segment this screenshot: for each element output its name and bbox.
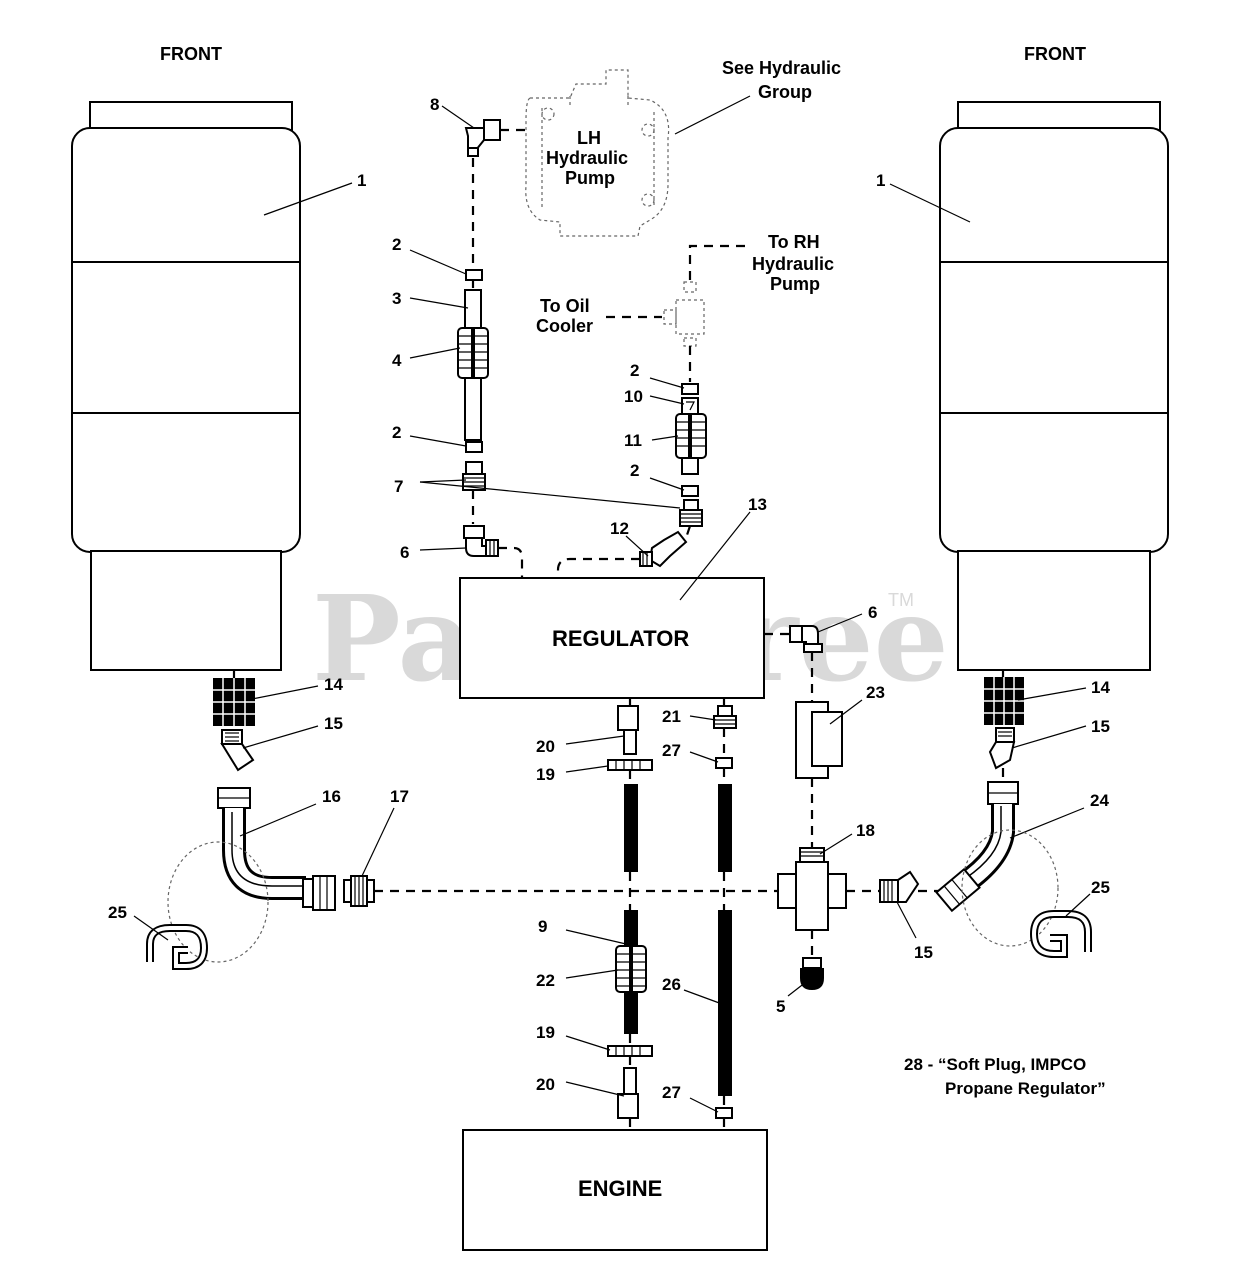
left-filter-14[interactable] bbox=[213, 678, 255, 726]
fitting-20-bottom[interactable] bbox=[617, 1067, 639, 1119]
callout-13: 13 bbox=[748, 495, 767, 514]
note-line1: 28 - “Soft Plug, IMPCO bbox=[904, 1055, 1086, 1074]
fitting-7-right[interactable] bbox=[679, 499, 703, 527]
clamp-2b[interactable] bbox=[465, 441, 483, 453]
callout-14-left: 14 bbox=[324, 675, 343, 694]
mid-elbow-15[interactable] bbox=[879, 870, 920, 903]
lh-pump-line1: LH bbox=[577, 128, 601, 148]
lh-pump-line3: Pump bbox=[565, 168, 615, 188]
right-elbow-6[interactable] bbox=[789, 625, 823, 653]
left-elbow-15[interactable] bbox=[220, 729, 255, 772]
watermark-trademark: TM bbox=[888, 590, 914, 610]
clamp-27-top[interactable] bbox=[715, 757, 733, 769]
oil-cooler-tee[interactable] bbox=[663, 281, 705, 347]
left-propane-tank[interactable] bbox=[71, 101, 301, 671]
oil-cooler-line1: To Oil bbox=[540, 296, 590, 316]
elbow-12[interactable] bbox=[639, 530, 688, 568]
oil-cooler-line2: Cooler bbox=[536, 316, 593, 336]
left-hose-16[interactable] bbox=[217, 787, 336, 911]
callout-20-top: 20 bbox=[536, 737, 555, 756]
right-elbow-15[interactable] bbox=[988, 727, 1016, 770]
clamp-2c[interactable] bbox=[681, 383, 699, 395]
tee-18[interactable] bbox=[777, 847, 847, 931]
lh-pump-line2: Hydraulic bbox=[546, 148, 628, 168]
callout-19-top: 19 bbox=[536, 765, 555, 784]
callout-2d: 2 bbox=[630, 461, 639, 480]
sleeve-4[interactable] bbox=[457, 327, 489, 379]
sleeve-22[interactable] bbox=[615, 945, 647, 993]
callout-12: 12 bbox=[610, 519, 629, 538]
right-tank-front-label: FRONT bbox=[1024, 44, 1086, 64]
callout-15-mid: 15 bbox=[914, 943, 933, 962]
callout-16: 16 bbox=[322, 787, 341, 806]
callout-15-left: 15 bbox=[324, 714, 343, 733]
callout-1-right: 1 bbox=[876, 171, 885, 190]
callout-17: 17 bbox=[390, 787, 409, 806]
right-clamp-25[interactable] bbox=[1029, 910, 1092, 958]
callout-6-right: 6 bbox=[868, 603, 877, 622]
hydraulic-group-line1: See Hydraulic bbox=[722, 58, 841, 78]
callout-14-right: 14 bbox=[1091, 678, 1110, 697]
engine-label: ENGINE bbox=[578, 1176, 662, 1201]
clamp-27-bottom[interactable] bbox=[715, 1107, 733, 1119]
callout-4: 4 bbox=[392, 351, 402, 370]
clamp-2d[interactable] bbox=[681, 485, 699, 497]
filter-23[interactable] bbox=[795, 701, 843, 779]
regulator-13[interactable] bbox=[459, 577, 765, 699]
left-elbow-6[interactable] bbox=[463, 525, 499, 557]
callout-23: 23 bbox=[866, 683, 885, 702]
clamp-2a[interactable] bbox=[465, 269, 483, 281]
elbow-8[interactable] bbox=[464, 119, 501, 157]
callout-19-bottom: 19 bbox=[536, 1023, 555, 1042]
callout-11: 11 bbox=[624, 431, 642, 450]
callout-21: 21 bbox=[662, 707, 681, 726]
rh-pump-line3: Pump bbox=[770, 274, 820, 294]
callout-9: 9 bbox=[538, 917, 547, 936]
right-propane-tank[interactable] bbox=[939, 101, 1169, 671]
clamp-19-top[interactable] bbox=[607, 759, 653, 771]
callout-7: 7 bbox=[394, 477, 403, 496]
fitting-21[interactable] bbox=[713, 705, 737, 729]
callout-22: 22 bbox=[536, 971, 555, 990]
fitting-20-top[interactable] bbox=[617, 705, 639, 755]
callout-2a: 2 bbox=[392, 235, 401, 254]
left-clamp-25[interactable] bbox=[146, 924, 209, 970]
rh-pump-line1: To RH bbox=[768, 232, 820, 252]
sleeve-11[interactable] bbox=[675, 413, 707, 459]
callout-5: 5 bbox=[776, 997, 785, 1016]
regulator-label: REGULATOR bbox=[552, 626, 689, 651]
hose-26[interactable] bbox=[718, 910, 732, 1096]
callout-3: 3 bbox=[392, 289, 401, 308]
fitting-7-left[interactable] bbox=[462, 461, 486, 491]
callout-24: 24 bbox=[1090, 791, 1109, 810]
left-tank-front-label: FRONT bbox=[160, 44, 222, 64]
callout-25-right: 25 bbox=[1091, 878, 1110, 897]
left-lower-hose-top[interactable] bbox=[624, 784, 638, 872]
callout-26: 26 bbox=[662, 975, 681, 994]
callout-15-right: 15 bbox=[1091, 717, 1110, 736]
callout-27-bottom: 27 bbox=[662, 1083, 681, 1102]
callout-2b: 2 bbox=[392, 423, 401, 442]
right-filter-14[interactable] bbox=[984, 677, 1024, 725]
callout-27-top: 27 bbox=[662, 741, 681, 760]
callout-10: 10 bbox=[624, 387, 643, 406]
lh-hydraulic-pump[interactable] bbox=[525, 69, 670, 237]
callout-1-left: 1 bbox=[357, 171, 366, 190]
callout-25-left: 25 bbox=[108, 903, 127, 922]
note-line2: Propane Regulator” bbox=[945, 1079, 1106, 1098]
callout-2c: 2 bbox=[630, 361, 639, 380]
engine[interactable] bbox=[462, 1129, 768, 1251]
rh-pump-line2: Hydraulic bbox=[752, 254, 834, 274]
callout-18: 18 bbox=[856, 821, 875, 840]
callout-8: 8 bbox=[430, 95, 439, 114]
right-hose-24[interactable] bbox=[935, 781, 1019, 913]
plug-5[interactable] bbox=[800, 957, 824, 990]
adapter-17[interactable] bbox=[343, 875, 375, 907]
clamp-19-bottom[interactable] bbox=[607, 1045, 653, 1057]
callout-20-bottom: 20 bbox=[536, 1075, 555, 1094]
right-lower-hose-top[interactable] bbox=[718, 784, 732, 872]
hydraulic-group-line2: Group bbox=[758, 82, 812, 102]
callout-6-left: 6 bbox=[400, 543, 409, 562]
